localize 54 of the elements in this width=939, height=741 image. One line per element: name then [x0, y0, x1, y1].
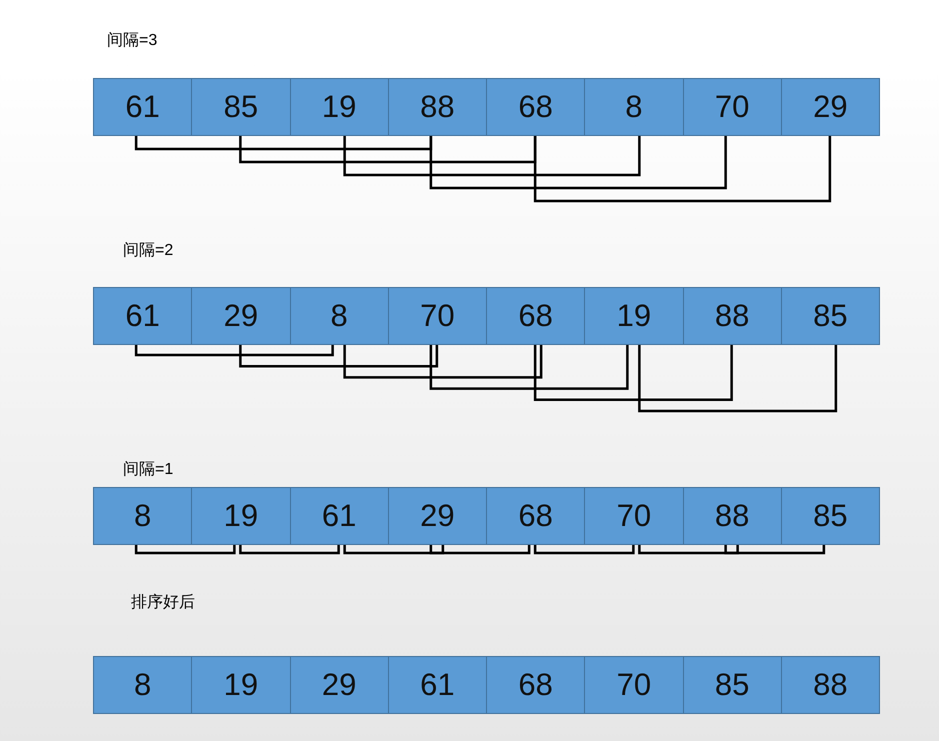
bracket-connector [343, 545, 444, 554]
bracket-connector [430, 345, 629, 390]
bracket-connector [134, 545, 236, 554]
bracket-connector [638, 545, 739, 554]
number-cell: 68 [486, 487, 586, 545]
number-cell: 61 [388, 656, 487, 714]
number-cell: 19 [290, 78, 389, 136]
number-cell: 8 [290, 287, 389, 345]
number-cell: 70 [584, 487, 684, 545]
number-cell: 85 [191, 78, 290, 136]
bracket-connector [534, 545, 635, 554]
number-cell: 88 [780, 656, 880, 714]
number-cell: 19 [584, 287, 684, 345]
step-label: 排序好后 [131, 592, 195, 613]
number-cell: 29 [191, 287, 290, 345]
number-cell: 85 [780, 487, 880, 545]
bracket-connector [239, 345, 438, 368]
number-cell: 88 [682, 287, 782, 345]
bracket-connector [134, 345, 334, 356]
number-cell: 88 [388, 78, 487, 136]
bracket-connector [534, 345, 733, 402]
number-cell: 68 [486, 287, 586, 345]
bracket-connector [724, 545, 826, 554]
number-cell: 29 [780, 78, 880, 136]
number-cell: 85 [682, 656, 782, 714]
gap-label: 间隔=3 [107, 31, 158, 51]
number-cell: 8 [93, 656, 192, 714]
bracket-connector [430, 136, 727, 190]
number-cell: 61 [93, 287, 192, 345]
number-cell: 88 [682, 487, 782, 545]
gap-label: 间隔=2 [123, 241, 174, 261]
bracket-connector [239, 545, 340, 554]
bracket-connector [343, 136, 641, 176]
number-cell: 68 [486, 656, 586, 714]
bracket-connector [239, 136, 536, 164]
number-cell: 19 [191, 487, 290, 545]
number-cell: 19 [191, 656, 290, 714]
number-cell: 68 [486, 78, 586, 136]
bracket-connector [534, 136, 832, 202]
number-cell: 29 [388, 487, 487, 545]
number-cell: 61 [93, 78, 192, 136]
bracket-connector [430, 545, 530, 554]
number-cell: 8 [93, 487, 192, 545]
number-cell: 70 [584, 656, 684, 714]
number-cell: 61 [290, 487, 389, 545]
bracket-connector [134, 136, 432, 150]
number-cell: 29 [290, 656, 389, 714]
gap-label: 间隔=1 [123, 460, 174, 480]
number-cell: 70 [388, 287, 487, 345]
number-cell: 8 [584, 78, 684, 136]
number-cell: 85 [780, 287, 880, 345]
number-cell: 70 [682, 78, 782, 136]
bracket-connector [343, 345, 542, 379]
bracket-connector [638, 345, 838, 412]
